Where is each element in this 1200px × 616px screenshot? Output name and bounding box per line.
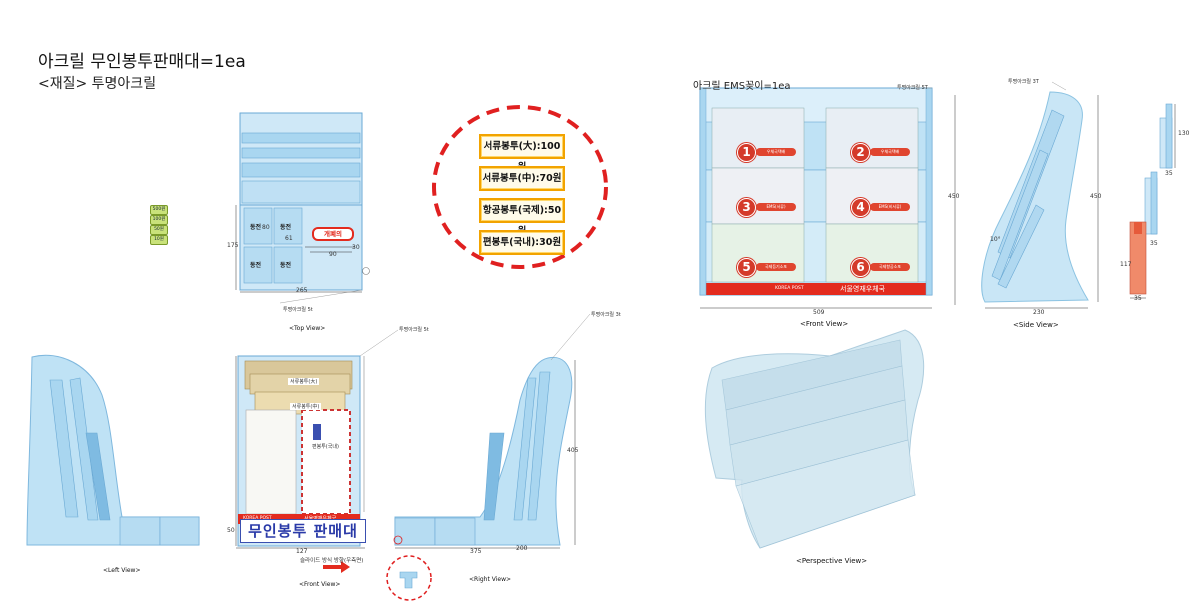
dim-230: 230 <box>1033 309 1045 316</box>
dim-450-front: 450 <box>948 193 960 200</box>
unmanned-sales-sign: 무인봉투 판매대 <box>240 519 366 543</box>
dim-127: 127 <box>296 548 308 555</box>
dim-130: 130 <box>1178 130 1190 137</box>
price-tag-100: 100원 <box>150 215 168 225</box>
price-item-airmail-envelope: 항공봉투(국제):50원 <box>479 198 565 237</box>
dim-200: 200 <box>516 545 528 552</box>
dim-61: 61 <box>285 235 293 242</box>
slot-number-1: 1 <box>737 143 756 162</box>
dim-35c: 35 <box>1134 295 1142 302</box>
ems-side-view-drawing <box>981 81 1099 309</box>
front-view-drawing <box>235 329 399 573</box>
dim-509: 509 <box>813 309 825 316</box>
ems-front-material-note: 투명아크릴 5T <box>897 85 928 91</box>
ems-side-caption: <Side View> <box>1013 321 1059 329</box>
left-view-caption: <Left View> <box>103 567 141 574</box>
price-tag-500: 500원 <box>150 205 168 215</box>
price-item-small-envelope: 편봉투(국내):30원 <box>479 230 565 255</box>
ems-front-caption: <Front View> <box>800 320 849 328</box>
price-item-medium-envelope: 서류봉투(中):70원 <box>479 166 565 191</box>
price-callout-circle <box>432 105 608 269</box>
dim-90: 90 <box>329 251 337 258</box>
dim-30: 30 <box>352 244 360 251</box>
right-view-caption: <Right View> <box>469 576 511 583</box>
coin-cell-label: 동전 <box>280 224 292 231</box>
slot-number-6: 6 <box>851 258 870 277</box>
dim-265: 265 <box>296 287 308 294</box>
slot-label-4: EMS(비서류) <box>870 203 910 211</box>
material-subtitle: <재질> 투명아크릴 <box>38 76 157 92</box>
slot-number-3: 3 <box>737 198 756 217</box>
ems-detail-drawing <box>1129 103 1176 299</box>
top-view-material-note: 투명아크릴 5t <box>283 307 313 313</box>
right-view-drawing <box>386 313 591 601</box>
slot-label-2: 우체국택배 <box>870 148 910 156</box>
ems-rack-title: 아크릴 EMS꽂이=1ea <box>693 81 791 92</box>
dim-50: 50 <box>227 527 235 534</box>
dim-117: 117 <box>1120 261 1132 268</box>
dim-80: 80 <box>262 224 270 231</box>
dim-angle: 10° <box>990 236 1001 243</box>
envelope-label-medium: 서류봉투(中) <box>290 403 322 410</box>
left-view-drawing <box>26 354 200 546</box>
coin-cell-label: 동전 <box>250 224 262 231</box>
slot-number-4: 4 <box>851 198 870 217</box>
ems-brand: KOREA POST <box>775 286 804 291</box>
front-brand: KOREA POST <box>243 514 272 524</box>
dim-175: 175 <box>227 242 239 249</box>
page-title: 아크릴 무인봉투판매대=1ea <box>38 52 246 72</box>
dim-450-side: 450 <box>1090 193 1102 200</box>
ems-banner: 서울영재우체국 <box>840 285 886 293</box>
ems-front-view-drawing <box>699 87 956 309</box>
ems-side-material-note: 투명아크릴 3T <box>1008 79 1039 85</box>
slot-label-6: 국제항공소포 <box>870 263 910 271</box>
dim-405: 405 <box>567 447 579 454</box>
envelope-label-large: 서류봉투(大) <box>288 378 320 385</box>
slide-direction-note: 슬라이드 방식 방향(우측면) <box>300 558 364 564</box>
front-view-material-note: 투명아크릴 5t <box>399 327 429 333</box>
price-tag-10: 10원 <box>150 235 168 245</box>
dim-35a: 35 <box>1165 170 1173 177</box>
slot-number-5: 5 <box>737 258 756 277</box>
slot-number-2: 2 <box>851 143 870 162</box>
slot-label-3: EMS(서류) <box>756 203 796 211</box>
coin-cell-label: 동전 <box>250 262 262 269</box>
top-view-caption: <Top View> <box>289 325 326 332</box>
price-item-large-envelope: 서류봉투(大):100원 <box>479 134 565 173</box>
open-close-sign: 개폐의 <box>312 227 354 241</box>
coin-cell-label: 동전 <box>280 262 292 269</box>
perspective-caption: <Perspective View> <box>796 557 868 565</box>
top-view-rack <box>235 112 370 304</box>
perspective-view-drawing <box>704 329 925 549</box>
dim-35b: 35 <box>1150 240 1158 247</box>
envelope-label-small: 편봉투(국내) <box>310 443 341 450</box>
right-view-material-note: 투명아크릴 3t <box>591 312 621 318</box>
slot-label-1: 우체국택배 <box>756 148 796 156</box>
price-tag-50: 50원 <box>150 225 168 235</box>
slot-label-5: 국제등기소포 <box>756 263 796 271</box>
front-view-caption: <Front View> <box>299 581 341 588</box>
dim-375: 375 <box>470 548 482 555</box>
